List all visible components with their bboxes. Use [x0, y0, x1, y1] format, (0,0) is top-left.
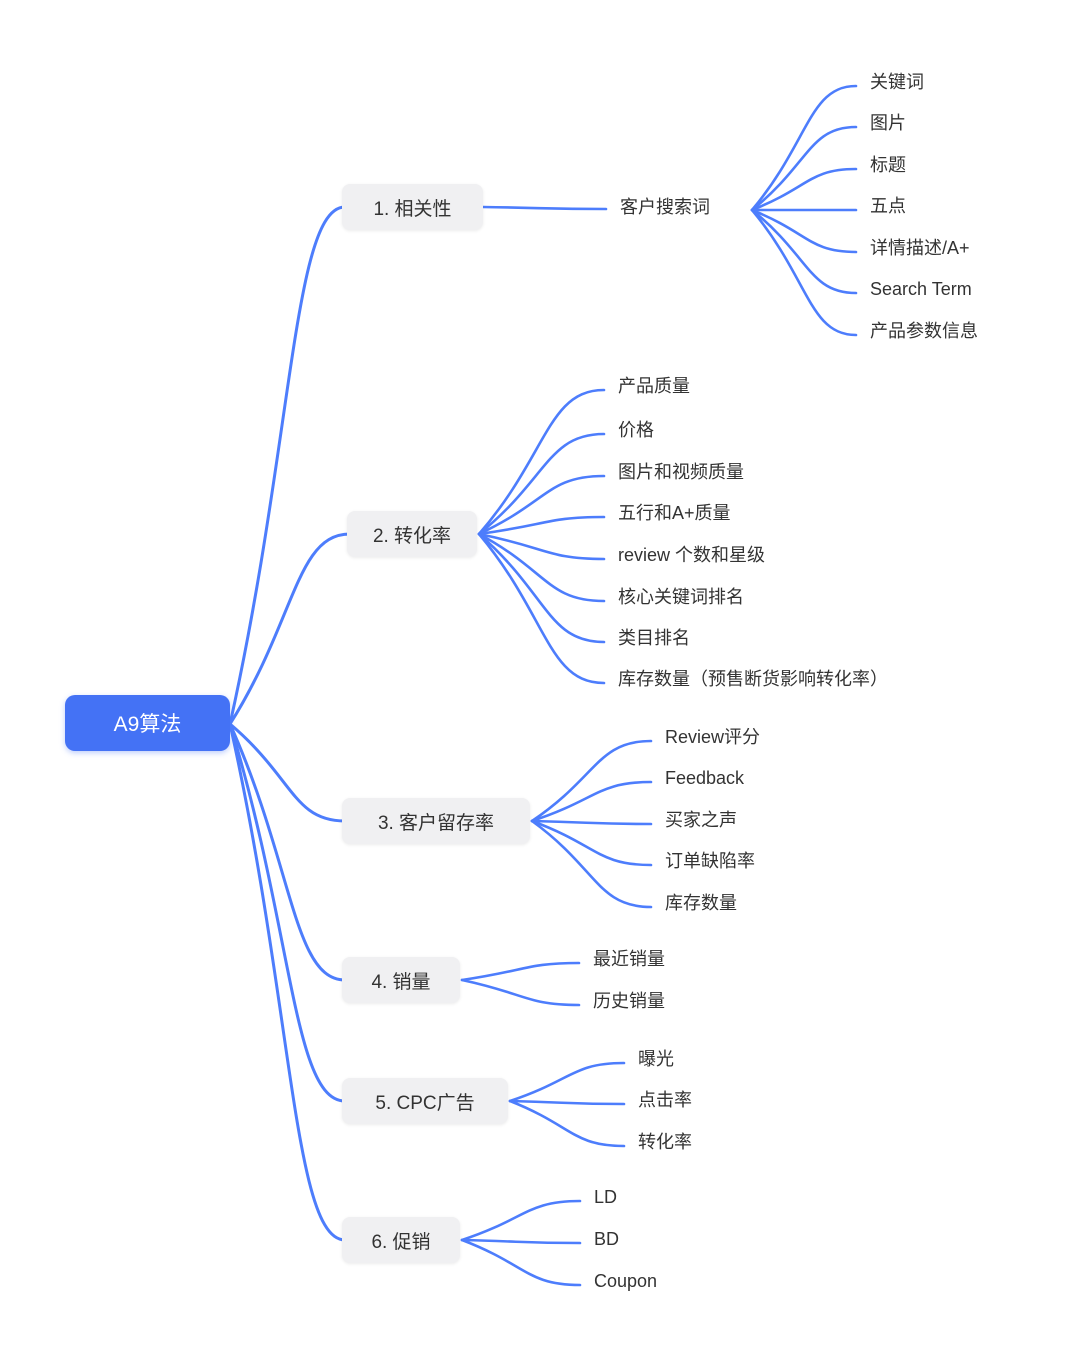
- edge: [477, 388, 606, 536]
- edge: [508, 1061, 626, 1103]
- leaf-node[interactable]: 曝光: [638, 1049, 674, 1069]
- edge: [750, 167, 858, 212]
- leaf-node[interactable]: 核心关键词排名: [618, 587, 744, 607]
- leaf-node[interactable]: 图片和视频质量: [618, 462, 744, 482]
- leaf-node[interactable]: 价格: [618, 420, 654, 440]
- branch-node-3[interactable]: 3. 客户留存率: [342, 798, 530, 844]
- branch-node-6[interactable]: 6. 促销: [342, 1217, 460, 1263]
- edge: [750, 125, 858, 212]
- leaf-node[interactable]: 库存数量: [665, 893, 737, 913]
- edge: [508, 1099, 626, 1148]
- branch-node-2[interactable]: 2. 转化率: [347, 511, 477, 557]
- edge: [750, 208, 858, 337]
- leaf-node[interactable]: 点击率: [638, 1090, 692, 1110]
- edge: [228, 722, 347, 823]
- leaf-node[interactable]: 历史销量: [593, 991, 665, 1011]
- leaf-node[interactable]: 产品质量: [618, 376, 690, 396]
- edge: [228, 532, 352, 726]
- edge: [481, 205, 608, 211]
- edge: [460, 1238, 582, 1245]
- subtopic-node-b1c1[interactable]: 客户搜索词: [620, 197, 710, 217]
- leaf-node[interactable]: 详情描述/A+: [870, 238, 970, 258]
- leaf-node[interactable]: 五点: [870, 196, 906, 216]
- leaf-node[interactable]: Review评分: [665, 727, 761, 747]
- edge: [477, 532, 606, 603]
- branch-node-5[interactable]: 5. CPC广告: [342, 1078, 508, 1124]
- leaf-node[interactable]: 订单缺陷率: [665, 851, 755, 871]
- leaf-node[interactable]: 最近销量: [593, 949, 665, 969]
- branch-node-1[interactable]: 1. 相关性: [342, 184, 483, 230]
- edge: [477, 432, 606, 536]
- edge: [228, 722, 347, 1103]
- leaf-node[interactable]: 标题: [870, 155, 906, 175]
- leaf-node[interactable]: review 个数和星级: [618, 545, 766, 565]
- edge: [530, 819, 653, 867]
- leaf-node[interactable]: 转化率: [638, 1132, 692, 1152]
- root-node[interactable]: A9算法: [65, 695, 230, 751]
- edge: [228, 722, 347, 982]
- edge: [750, 208, 858, 254]
- edge: [460, 978, 581, 1007]
- edge: [477, 474, 606, 536]
- leaf-node[interactable]: Feedback: [665, 768, 745, 788]
- leaf-node[interactable]: 产品参数信息: [870, 321, 978, 341]
- leaf-node[interactable]: 类目排名: [618, 628, 690, 648]
- edge: [750, 208, 858, 295]
- leaf-node[interactable]: 库存数量（预售断货影响转化率）: [618, 669, 888, 689]
- edge: [477, 515, 606, 536]
- edge: [530, 819, 653, 826]
- leaf-node[interactable]: 五行和A+质量: [618, 503, 731, 523]
- leaf-node[interactable]: BD: [594, 1229, 620, 1249]
- edge: [460, 961, 581, 982]
- edge: [530, 739, 653, 823]
- edge: [228, 722, 347, 1242]
- leaf-node[interactable]: 图片: [870, 113, 906, 133]
- edge: [530, 780, 653, 823]
- edge: [460, 1199, 582, 1242]
- leaf-node[interactable]: Search Term: [870, 279, 972, 299]
- edge: [460, 1238, 582, 1287]
- leaf-node[interactable]: 关键词: [870, 72, 924, 92]
- branch-node-4[interactable]: 4. 销量: [342, 957, 460, 1003]
- edge: [750, 84, 858, 212]
- leaf-node[interactable]: LD: [594, 1187, 618, 1207]
- edge: [228, 205, 347, 726]
- edge: [477, 532, 606, 685]
- edge: [530, 819, 653, 909]
- edge: [508, 1099, 626, 1106]
- edge: [477, 532, 606, 561]
- edge: [477, 532, 606, 644]
- leaf-node[interactable]: 买家之声: [665, 810, 737, 830]
- leaf-node[interactable]: Coupon: [594, 1271, 658, 1291]
